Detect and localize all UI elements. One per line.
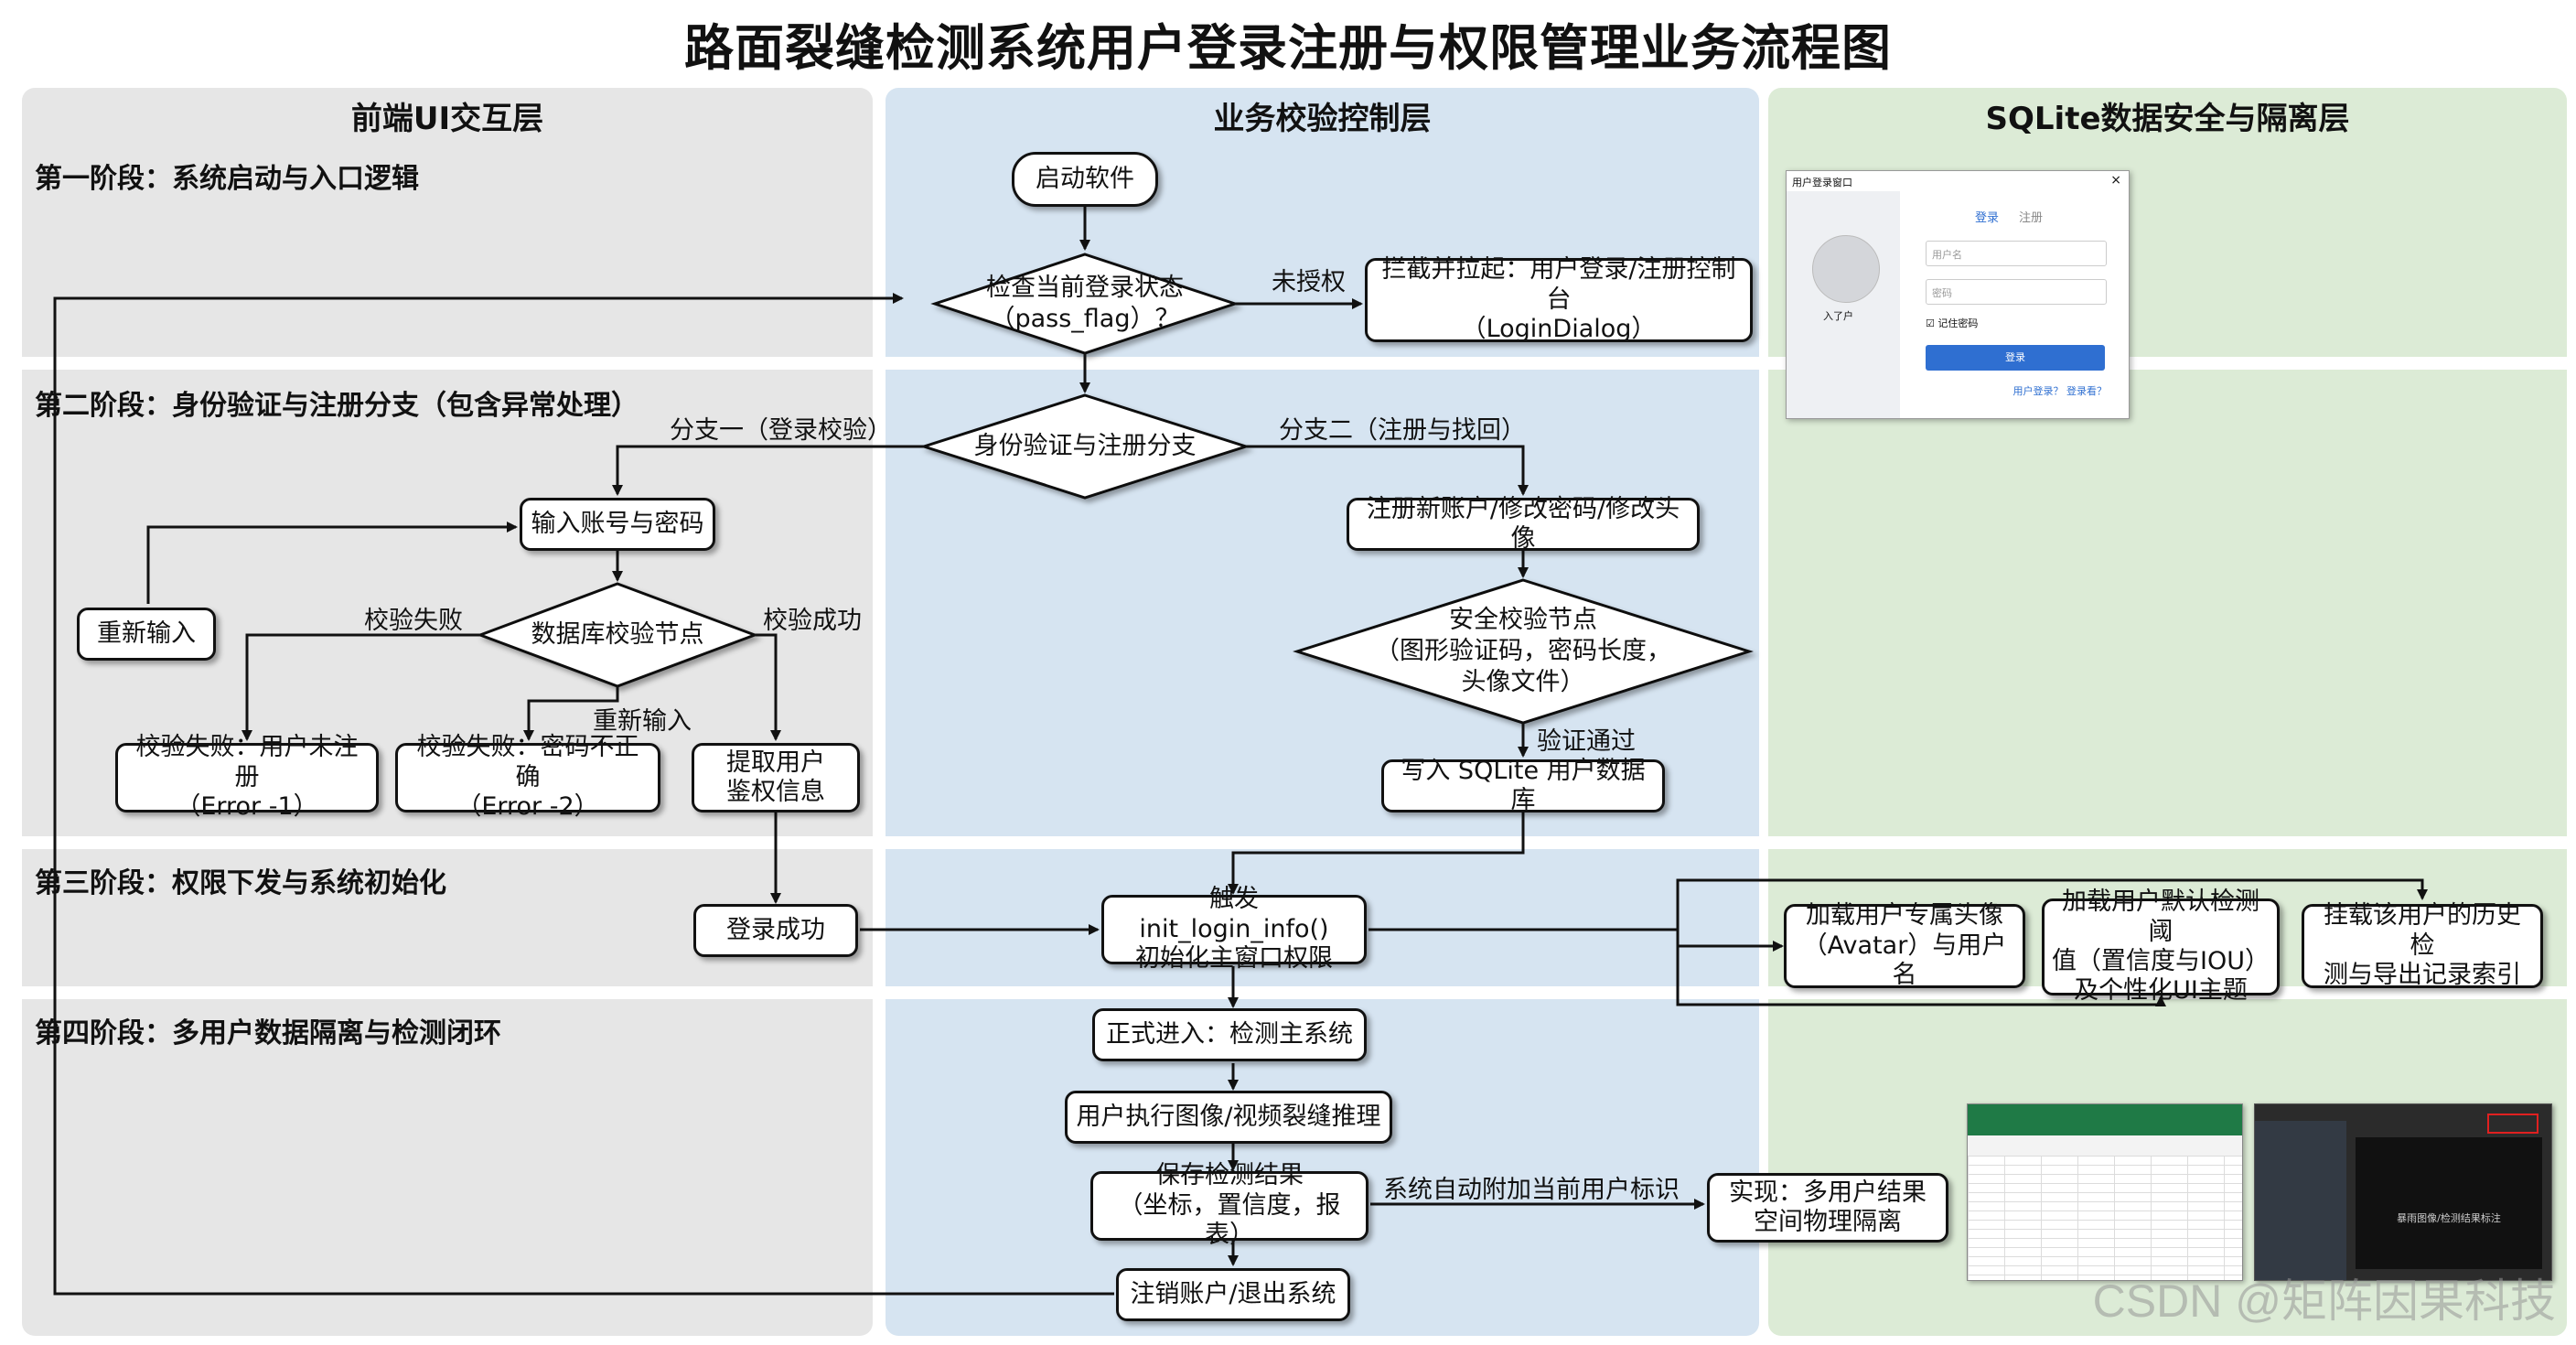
login-dialog-screenshot: 用户登录窗口 × 入了户 登录 注册 用户名 密码 ☑ 记住密码 登录 用户登录… bbox=[1786, 170, 2130, 419]
diamond-auth-branch bbox=[919, 393, 1250, 500]
stage-separator bbox=[0, 836, 2576, 849]
lane-title-biz: 业务校验控制层 bbox=[1213, 101, 1432, 137]
node-logout: 注销账户/退出系统 bbox=[1116, 1268, 1350, 1321]
username-field: 用户名 bbox=[1926, 241, 2107, 266]
node-load-threshold: 加载用户默认检测阈 值（置信度与IOU） 及个性化UI主题 bbox=[2042, 888, 2280, 1005]
node-start: 启动软件 bbox=[1012, 152, 1158, 207]
watermark: CSDN @矩阵因果科技 bbox=[2092, 1275, 2556, 1327]
excel-ribbon bbox=[1968, 1104, 2242, 1135]
excel-grid bbox=[1968, 1156, 2242, 1280]
node-load-avatar: 加载用户专属头像 （Avatar）与用户名 bbox=[1784, 901, 2025, 989]
edge-label-unauthorized: 未授权 bbox=[1272, 268, 1346, 296]
lane-title-front: 前端UI交互层 bbox=[350, 101, 544, 137]
password-field: 密码 bbox=[1926, 279, 2107, 305]
edge-label-verify-ok: 校验成功 bbox=[763, 607, 862, 635]
user-avatar-highlight bbox=[2487, 1114, 2538, 1134]
login-window-title: 用户登录窗口 bbox=[1792, 177, 1852, 188]
stage-2-label: 第二阶段：身份验证与注册分支（包含异常处理） bbox=[35, 390, 639, 422]
node-user-inference: 用户执行图像/视频裂缝推理 bbox=[1065, 1091, 1392, 1144]
stage-1-label: 第一阶段：系统启动与入口逻辑 bbox=[35, 163, 419, 195]
edge-label-branch-register: 分支二（注册与找回） bbox=[1279, 416, 1526, 445]
node-write-sqlite: 写入 SQLite 用户数据库 bbox=[1381, 757, 1665, 814]
node-intercept-login-dialog: 拦截并拉起：用户登录/注册控制台 （LoginDialog） bbox=[1365, 255, 1753, 343]
avatar-label: 入了户 bbox=[1823, 310, 1853, 322]
main-window-screenshot: 暴雨图像/检测结果标注 bbox=[2254, 1103, 2552, 1281]
excel-toolbar bbox=[1968, 1135, 2242, 1157]
node-init-login-info: 触发 init_login_info() 初始化主窗口权限 bbox=[1101, 885, 1367, 973]
stage-3-label: 第三阶段：权限下发与系统初始化 bbox=[35, 867, 446, 899]
node-mount-history: 挂载该用户的历史检 测与导出记录索引 bbox=[2302, 901, 2543, 989]
edge-label-verify-pass: 验证通过 bbox=[1537, 727, 1636, 756]
main-window-center-text: 暴雨图像/检测结果标注 bbox=[2397, 1212, 2501, 1224]
remember-checkbox: ☑ 记住密码 bbox=[1926, 317, 1979, 329]
stage-separator bbox=[0, 986, 2576, 999]
node-save-result: 保存检测结果 （坐标，置信度，报表） bbox=[1090, 1161, 1368, 1249]
stage-4-label: 第四阶段：多用户数据隔离与检测闭环 bbox=[35, 1017, 501, 1049]
node-login-success: 登录成功 bbox=[693, 904, 858, 957]
node-input-credentials: 输入账号与密码 bbox=[520, 498, 715, 551]
lane-title-db: SQLite数据安全与隔离层 bbox=[1985, 101, 2350, 137]
node-user-isolation: 实现：多用户结果 空间物理隔离 bbox=[1707, 1173, 1948, 1243]
edge-label-auto-user-tag: 系统自动附加当前用户标识 bbox=[1383, 1176, 1680, 1204]
login-footer-link: 用户登录？ 登录看？ bbox=[2012, 385, 2108, 397]
lane-frontend-ui bbox=[22, 88, 873, 1336]
main-window-sidebar bbox=[2255, 1121, 2346, 1280]
tab-login: 登录 bbox=[1975, 211, 2000, 225]
close-icon: × bbox=[2110, 173, 2121, 188]
main-window-canvas: 暴雨图像/检测结果标注 bbox=[2356, 1137, 2542, 1269]
login-button: 登录 bbox=[1926, 345, 2105, 371]
node-check-login: 检查当前登录状态 （pass_flag）？ bbox=[986, 274, 1184, 333]
node-auth-branch: 身份验证与注册分支 bbox=[973, 432, 1197, 461]
edge-label-re-input: 重新输入 bbox=[593, 707, 692, 736]
excel-report-screenshot bbox=[1967, 1103, 2243, 1281]
node-enter-main-system: 正式进入：检测主系统 bbox=[1092, 1008, 1367, 1061]
node-re-input: 重新输入 bbox=[77, 608, 216, 661]
avatar-icon bbox=[1812, 235, 1880, 303]
node-security-check: 安全校验节点 （图形验证码，密码长度， 头像文件） bbox=[1375, 606, 1671, 696]
node-db-check: 数据库校验节点 bbox=[531, 620, 704, 650]
edge-label-branch-login: 分支一（登录校验） bbox=[670, 416, 892, 445]
tab-register: 注册 bbox=[2019, 211, 2044, 225]
node-error-wrong-password: 校验失败：密码不正确 （Error -2） bbox=[395, 733, 660, 821]
node-register-account: 注册新账户/修改密码/修改头像 bbox=[1347, 495, 1700, 553]
node-error-user-unregistered: 校验失败：用户未注册 （Error -1） bbox=[115, 733, 379, 821]
node-fetch-auth-info: 提取用户 鉴权信息 bbox=[692, 743, 860, 812]
edge-label-verify-fail: 校验失败 bbox=[364, 607, 463, 635]
login-side-panel bbox=[1787, 191, 1900, 418]
page-title: 路面裂缝检测系统用户登录注册与权限管理业务流程图 bbox=[684, 19, 1892, 77]
